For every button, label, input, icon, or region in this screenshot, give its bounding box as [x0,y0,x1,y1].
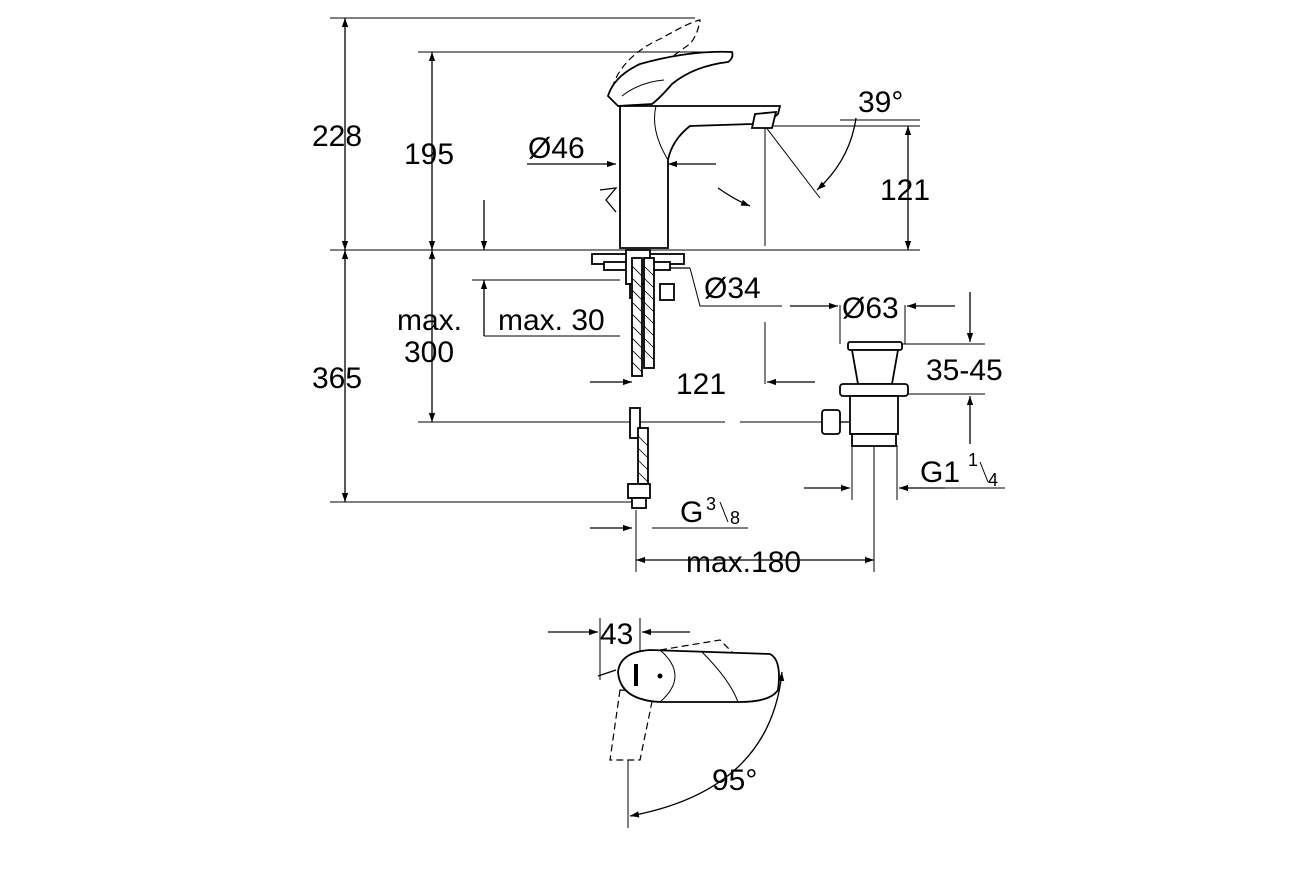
supply-hose-left [631,257,643,377]
label-g38-slash [719,501,729,523]
label-300: 300 [404,336,454,369]
waste-outlet [851,433,897,447]
popup-rod [599,187,618,213]
spout-angle-arc [816,117,857,191]
label-g38-prefix: G [680,496,703,529]
label-35-45: 35-45 [926,354,1003,387]
supply-hose-right [643,257,655,369]
waste-body-lower [849,395,899,435]
supply-connector-nut [627,483,651,499]
label-121-height: 121 [880,174,930,207]
supply-valve [629,407,641,439]
waste-cap [847,341,903,351]
waste-flange [839,383,909,397]
supply-tail-braid [637,435,649,483]
spout-angle-line [764,125,821,199]
label-365: 365 [312,362,362,395]
rotation-angle-arc [629,671,785,818]
waste-body-upper [850,349,900,385]
plan-center-mark [657,673,663,679]
hose-braid-left [631,265,643,373]
elevation-view [330,17,1005,572]
plan-lever-mark [634,664,638,686]
label-43: 43 [600,618,633,651]
label-max-180: max.180 [686,546,801,579]
plan-popup-rod [597,669,617,677]
dimension-labels: 228 195 Ø46 39° 121 Ø34 max. 300 max. 30… [312,86,1003,797]
label-g114-numerator: 1 [968,450,978,470]
label-diameter-34: Ø34 [704,272,761,305]
spout-aerator [750,110,778,129]
faucet-handle [606,50,734,107]
mounting-nut-2 [659,283,675,301]
label-g38-denominator: 8 [730,508,740,528]
spout-flow-arrow [717,187,751,207]
label-g114-prefix: G1 [920,456,960,489]
label-g38-numerator: 3 [706,494,716,514]
label-g114-slash [979,461,989,483]
label-g114-denominator: 4 [988,470,998,490]
hose-braid-right [643,265,655,361]
label-max-line1: max. [397,304,462,337]
supply-connector-tail [631,497,647,509]
label-228: 228 [312,120,362,153]
spout-contour [654,105,669,161]
handle-contour [621,79,665,97]
label-angle-95: 95° [712,764,757,797]
plan-view [548,618,785,828]
label-diameter-46: Ø46 [528,132,585,165]
waste-pivot-nut [821,409,841,435]
label-121-reach: 121 [676,368,726,401]
faucet-plan-body [617,649,780,703]
label-max-30: max. 30 [498,304,605,337]
label-diameter-63: Ø63 [842,292,899,325]
label-195: 195 [404,138,454,171]
leader-034 [689,267,782,307]
label-angle-39: 39° [858,86,903,119]
